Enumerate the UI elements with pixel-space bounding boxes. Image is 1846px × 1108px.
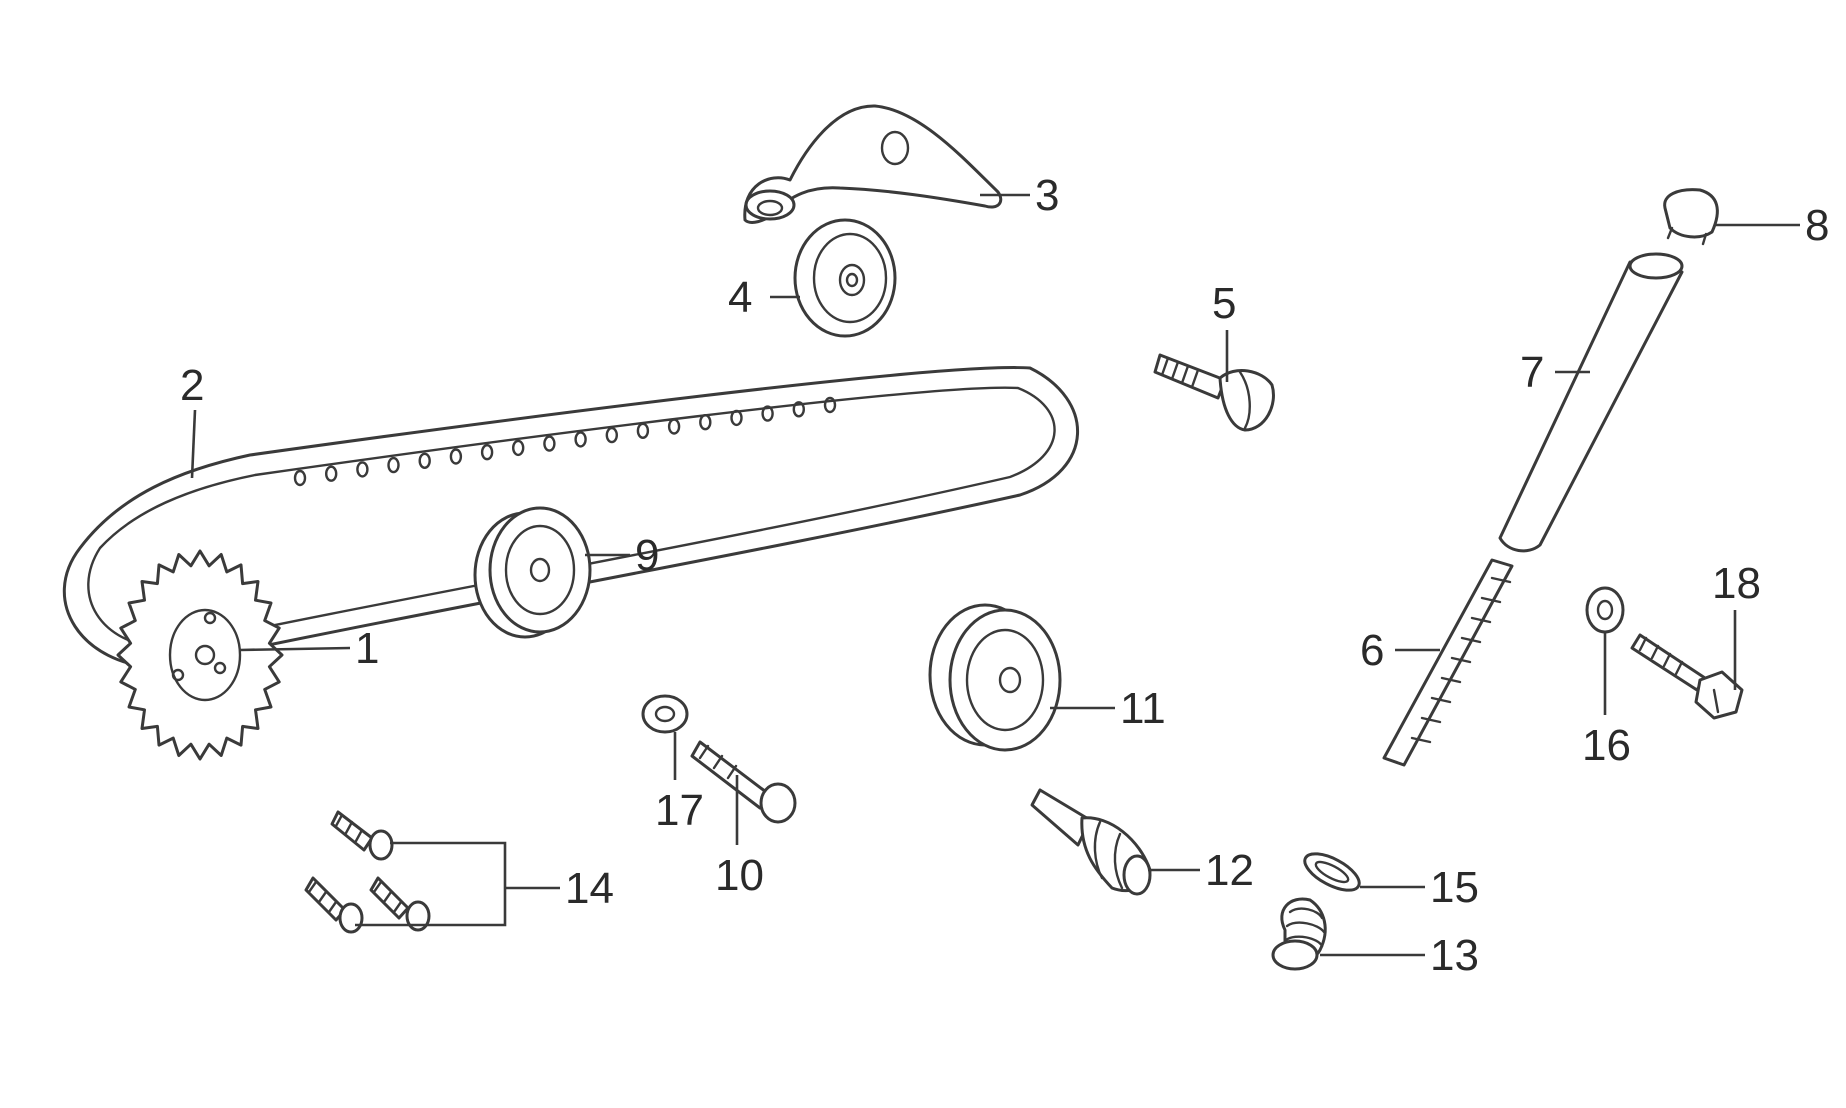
chain-link-pin: [667, 418, 681, 435]
part-18-bolt: [1630, 633, 1744, 720]
chain-link-pin: [293, 469, 307, 487]
part-11-idler-roller: [928, 603, 1062, 752]
leader-2: [190, 409, 197, 479]
leader-1: [239, 646, 351, 652]
part-3-tensioner-arm: [743, 104, 1003, 224]
callout-4: 4: [728, 273, 752, 322]
callout-16: 16: [1582, 721, 1631, 770]
callout-17: 17: [655, 786, 704, 835]
callout-3: 3: [1035, 171, 1059, 220]
chain-link-pin: [823, 396, 837, 414]
chain-link-pin: [387, 456, 400, 474]
callout-8: 8: [1805, 201, 1829, 250]
callout-18: 18: [1712, 559, 1761, 608]
part-5-bolt: [1153, 353, 1275, 432]
chain-link-pin: [792, 401, 805, 418]
part-8-cap: [1663, 188, 1719, 246]
callout-10: 10: [715, 851, 764, 900]
part-14-screw-bottom-left: [304, 876, 364, 934]
callout-6: 6: [1360, 626, 1384, 675]
chain-link-pin: [543, 435, 556, 452]
callout-7: 7: [1520, 348, 1544, 397]
callout-5: 5: [1212, 279, 1236, 328]
chain-link-pin: [761, 405, 774, 422]
part-9-guide-roller: [473, 506, 592, 639]
chain-link-pin: [418, 452, 431, 469]
part-15-o-ring: [1303, 852, 1361, 892]
callout-9: 9: [635, 531, 659, 580]
chain-link-pin: [325, 465, 338, 482]
callout-12: 12: [1205, 846, 1254, 895]
chain-link-pin: [480, 444, 494, 461]
part-14-screw-top: [330, 810, 394, 861]
part-12-plug-bolt: [1030, 788, 1152, 896]
part-16-washer: [1585, 586, 1625, 634]
part-14-screw-bottom-right: [369, 876, 431, 932]
chain-links: [293, 396, 837, 487]
callout-11: 11: [1120, 684, 1166, 733]
callout-13: 13: [1430, 931, 1479, 980]
chain-link-pin: [636, 422, 650, 439]
callout-15: 15: [1430, 863, 1479, 912]
leader-14: [355, 841, 560, 927]
chain-link-pin: [356, 461, 369, 478]
callout-2: 2: [180, 361, 204, 410]
part-1-sprocket: [116, 549, 284, 761]
chain-link-pin: [574, 431, 587, 448]
chain-link-pin: [449, 448, 463, 465]
callout-14: 14: [565, 864, 614, 913]
part-13-threaded-plug: [1271, 897, 1327, 971]
part-17-washer: [641, 694, 689, 734]
part-7-tensioner-body: [1498, 252, 1684, 553]
part-6-spring: [1382, 558, 1514, 767]
callout-labels: 1 2 3 4 5 6 7 8 9 10 11 12 13 14 15 16 1…: [180, 171, 1829, 980]
chain-link-pin: [730, 409, 743, 427]
leader-lines: [190, 193, 1800, 957]
part-10-bolt: [690, 740, 797, 824]
part-4-tensioner-roller: [793, 218, 897, 338]
callout-1: 1: [355, 624, 379, 673]
chain-link-pin: [512, 439, 525, 457]
chain-link-pin: [699, 414, 712, 431]
chain-link-pin: [605, 426, 618, 444]
